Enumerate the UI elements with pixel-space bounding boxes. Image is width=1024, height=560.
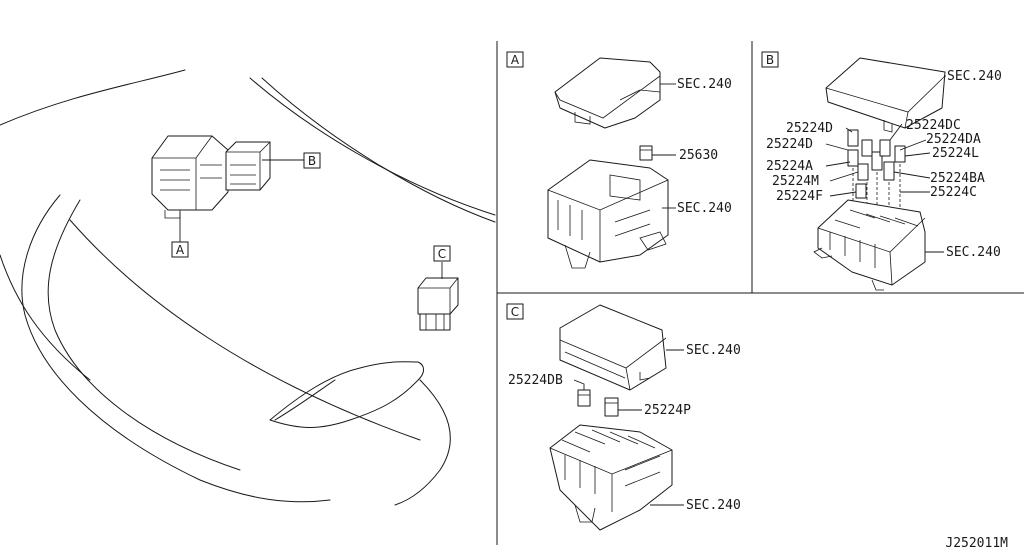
relay-box-b-on-vehicle xyxy=(225,141,271,191)
panel-b-lead-4 xyxy=(899,139,927,151)
fender-inner-line xyxy=(47,199,241,471)
panel-a-label-connector: 25630 xyxy=(679,148,718,163)
panel-b-cover xyxy=(825,57,946,133)
panel-b-lead-5 xyxy=(904,152,931,157)
view-tag-c: C xyxy=(438,247,446,261)
panel-a-tag: A xyxy=(511,53,520,67)
panel-a-connector xyxy=(639,145,653,161)
panel-a-label-cover: SEC.240 xyxy=(677,77,732,92)
panel-b-guides xyxy=(852,164,901,215)
panel-b-tag-box xyxy=(761,51,779,68)
panel-b-lead-7 xyxy=(829,171,859,182)
panel-b-lead-8 xyxy=(893,171,931,179)
panel-b-label-25224da: 25224DA xyxy=(926,132,981,147)
view-tag-b: B xyxy=(308,154,316,168)
panel-c-label-base: SEC.240 xyxy=(686,498,741,513)
panel-b-lead-1 xyxy=(845,127,853,133)
hood-crease xyxy=(69,219,421,441)
panel-a: A SEC.240 25630 SEC.240 xyxy=(506,51,732,269)
panel-c: C SEC.240 xyxy=(506,303,741,531)
relay-box-a-on-vehicle xyxy=(151,135,229,219)
panel-b: B xyxy=(761,51,1002,291)
panel-b-lead-2 xyxy=(889,123,903,141)
panel-b-lead-3 xyxy=(825,143,849,151)
panel-c-tag-box xyxy=(506,303,524,320)
headlamp-inner xyxy=(274,379,336,421)
panel-c-label-cover: SEC.240 xyxy=(686,343,741,358)
view-tag-a-box xyxy=(171,241,189,258)
hood-edge-upper xyxy=(249,77,496,216)
car-windshield-edge xyxy=(0,69,186,126)
view-tag-b-box xyxy=(303,152,321,169)
panel-b-label-cover: SEC.240 xyxy=(947,69,1002,84)
diagram-code: J252011M xyxy=(945,536,1008,551)
panel-c-relays xyxy=(577,389,619,417)
panel-c-label-25224p: 25224P xyxy=(644,403,691,418)
panel-b-relays xyxy=(847,129,906,199)
panel-b-lead-6 xyxy=(825,161,851,167)
headlamp-outline xyxy=(269,361,424,428)
view-tag-c-box xyxy=(433,245,451,262)
panel-c-lead-25224db xyxy=(573,379,585,390)
body-line-left xyxy=(0,254,91,381)
panel-a-label-base: SEC.240 xyxy=(677,201,732,216)
panel-b-label-25224dc: 25224DC xyxy=(906,118,961,133)
panel-b-label-25224l: 25224L xyxy=(932,146,979,161)
view-tag-a: A xyxy=(176,243,185,257)
panel-a-base xyxy=(547,159,669,269)
panel-b-label-25224c: 25224C xyxy=(930,185,977,200)
panel-a-cover xyxy=(554,57,661,129)
panel-c-cover xyxy=(559,304,667,391)
panel-b-label-25224d-upper: 25224D xyxy=(786,121,833,136)
panel-b-label-base: SEC.240 xyxy=(946,245,1001,260)
panel-c-tag: C xyxy=(511,305,519,319)
panel-c-label-25224db: 25224DB xyxy=(508,373,563,388)
panel-frames xyxy=(496,41,1024,545)
panel-b-label-25224ba: 25224BA xyxy=(930,171,985,186)
panel-b-label-25224f: 25224F xyxy=(776,189,823,204)
relay-box-c-on-vehicle xyxy=(417,277,459,331)
panel-b-tag: B xyxy=(766,53,774,67)
fender-outline xyxy=(21,194,331,503)
hood-edge-lower xyxy=(261,77,496,223)
panel-c-base xyxy=(549,424,673,531)
panel-b-label-25224a: 25224A xyxy=(766,159,813,174)
panel-b-base xyxy=(813,199,926,291)
panel-b-label-25224d-lower: 25224D xyxy=(766,137,813,152)
panel-b-label-25224m: 25224M xyxy=(772,174,819,189)
vehicle-overview: A B C xyxy=(0,69,496,506)
bumper-edge xyxy=(394,379,451,506)
panel-a-tag-box xyxy=(506,51,524,68)
panel-b-lead-9 xyxy=(829,191,857,197)
